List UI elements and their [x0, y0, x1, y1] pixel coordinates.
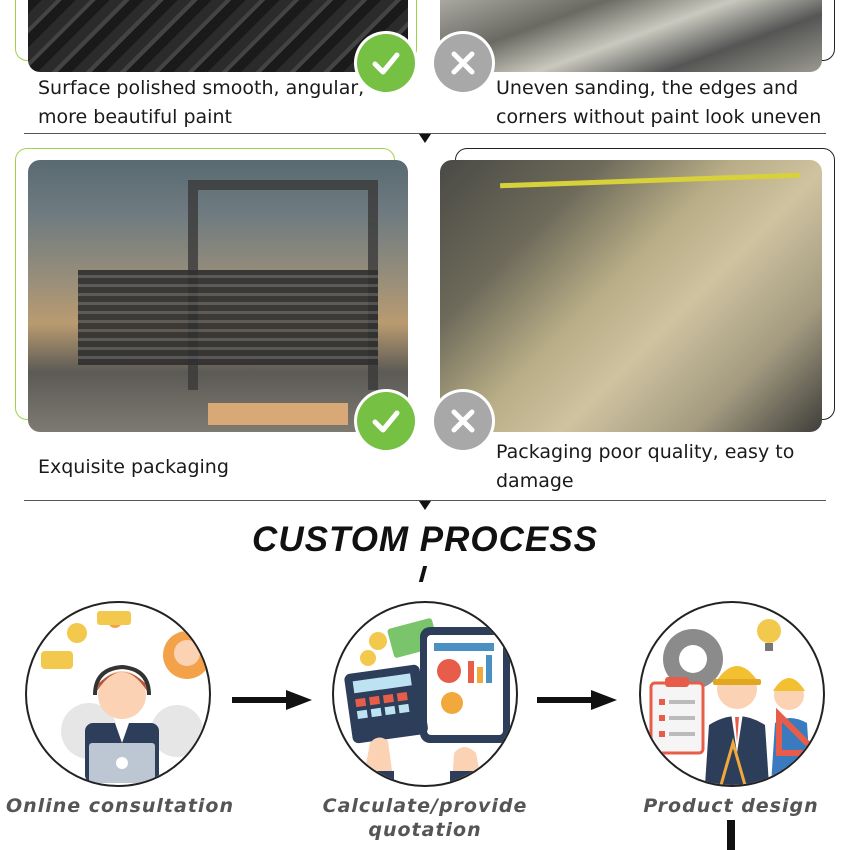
section-divider-1	[24, 133, 826, 134]
arrow-right-icon	[537, 690, 617, 710]
step-design-circle	[639, 601, 825, 787]
customer-service-icon	[41, 611, 209, 783]
wooden-pallet-shape	[208, 403, 348, 425]
step-consultation-label: Online consultation	[6, 795, 234, 817]
tape-strap-shape	[500, 172, 800, 189]
polished-metal-photo	[28, 0, 408, 72]
poor-packaging-photo	[440, 160, 822, 432]
good-caption-1: Surface polished smooth, angular, more b…	[38, 77, 365, 128]
title-accent-mark	[418, 566, 428, 582]
calculator-icon	[344, 618, 510, 785]
wrapped-stack-shape	[78, 270, 378, 365]
warehouse-packaging-photo	[28, 160, 408, 432]
step-design-label: Product design	[643, 795, 819, 817]
step-quotation-circle	[332, 601, 518, 787]
divider-arrow-1	[419, 134, 431, 143]
x-icon	[434, 392, 492, 450]
check-icon	[357, 392, 415, 450]
step-quotation-label: Calculate/provide quotation	[322, 795, 528, 841]
uneven-metal-photo	[440, 0, 822, 72]
x-icon	[434, 34, 492, 92]
divider-arrow-2	[419, 501, 431, 510]
bad-caption-1: Uneven sanding, the edges and corners wi…	[496, 77, 822, 128]
check-icon	[357, 34, 415, 92]
continue-line	[727, 820, 735, 850]
good-caption-2: Exquisite packaging	[38, 456, 229, 478]
arrow-right-icon	[232, 690, 312, 710]
process-title: CUSTOM PROCESS	[252, 520, 598, 559]
section-divider-2	[24, 500, 826, 501]
engineers-icon	[649, 619, 823, 785]
step-consultation-circle	[25, 601, 211, 787]
bad-caption-2: Packaging poor quality, easy to damage	[496, 441, 795, 492]
